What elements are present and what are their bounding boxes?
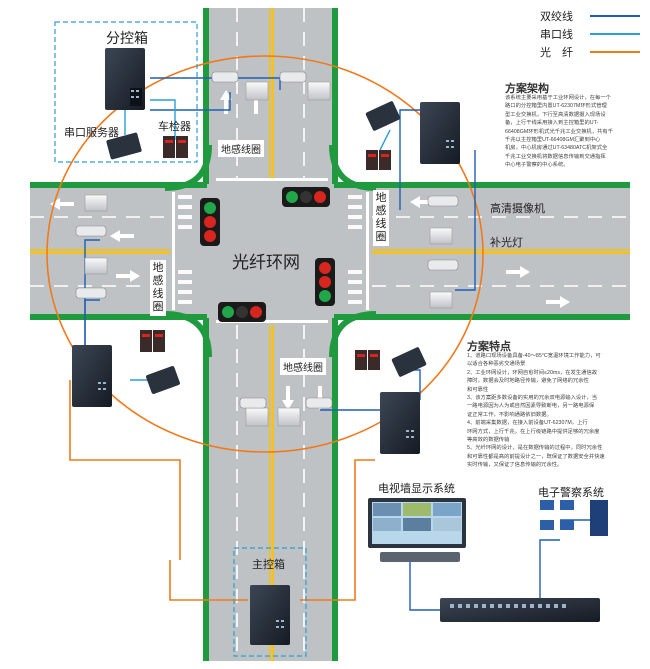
vehicle-detector-label: 车检器 — [158, 121, 191, 133]
loop-label-left: 地感线圈 — [150, 260, 166, 316]
legend-line-twisted-pair — [590, 15, 640, 17]
fiber-ring — [46, 55, 484, 453]
legend-label-fiber: 光 纤 — [540, 47, 573, 59]
vehicle-detector-icon — [140, 330, 165, 352]
vehicle-detector-icon — [163, 136, 188, 158]
traffic-light-top — [282, 187, 330, 207]
switch-icon — [72, 345, 112, 407]
serial-server-icon — [146, 366, 180, 394]
e-police-label: 电子警察系统 — [538, 487, 604, 499]
branch-box-label: 分控箱 — [106, 30, 148, 46]
e-police-system-icon — [540, 500, 608, 536]
vehicle-detector-icon — [366, 150, 391, 170]
main-box-frame — [233, 547, 307, 657]
fiber-ring-label: 光纤环网 — [232, 253, 300, 272]
serial-server-icon — [391, 347, 427, 377]
camera-icon — [75, 71, 459, 409]
legend-line-fiber — [590, 51, 640, 53]
traffic-light-bottom — [218, 302, 266, 322]
serial-server-label: 串口服务器 — [64, 127, 119, 139]
loop-label-right: 地感线圈 — [373, 190, 389, 246]
architecture-text: 该系统主要采用基于工业环网设计，在每一个 路口的分控箱里内置UT-62307M环… — [505, 95, 614, 169]
architecture-title: 方案架构 — [505, 83, 549, 95]
fiber-links — [69, 380, 375, 601]
switch-icon — [105, 48, 145, 110]
legend-label-serial: 串口线 — [540, 29, 573, 41]
loop-label-bottom: 地感线圈 — [280, 358, 326, 375]
serial-server-icon — [106, 132, 142, 160]
vehicle-detector-icon — [355, 350, 380, 370]
legend-label-twisted-pair: 双绞线 — [540, 11, 573, 23]
video-wall-label: 电视墙显示系统 — [378, 483, 455, 495]
switch-icon — [380, 392, 420, 454]
switch-icon — [250, 585, 290, 645]
main-box-label: 主控箱 — [252, 559, 285, 571]
fill-light-label: 补光灯 — [490, 237, 523, 249]
features-title: 方案特点 — [467, 341, 511, 353]
traffic-light-right — [315, 258, 335, 306]
features-text: 1、道路口现场设备具备-40～85°C宽温环境工作能力，可 以适合各种恶劣交通场… — [467, 353, 605, 469]
switch-icon — [420, 102, 460, 164]
hd-camera-label: 高清摄像机 — [490, 203, 545, 215]
roads — [30, 8, 630, 661]
video-wall-icon — [368, 498, 466, 562]
branch-box-frame — [54, 21, 198, 163]
rack-switch-icon — [440, 598, 600, 622]
loop-label-top: 地感线圈 — [218, 140, 264, 157]
traffic-light-left — [200, 198, 220, 246]
serial-server-icon — [365, 101, 401, 131]
legend-line-serial — [590, 33, 640, 35]
fill-light-icon — [84, 81, 453, 427]
